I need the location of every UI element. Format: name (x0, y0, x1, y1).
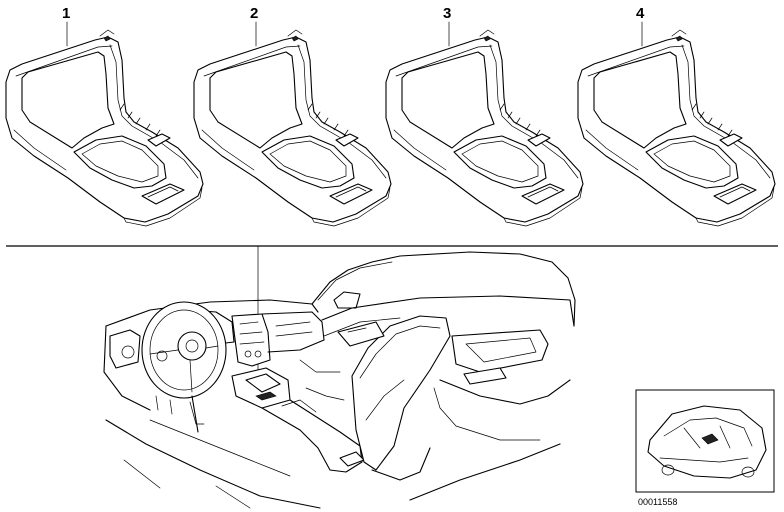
center-console-trim-icon (385, 29, 584, 227)
callout-label-3: 3 (443, 5, 451, 22)
center-console-trim-icon (193, 29, 392, 227)
car-interior-icon (103, 251, 576, 509)
callout-label-1: 1 (62, 5, 70, 22)
callout-label-2: 2 (250, 5, 258, 22)
callout-label-4: 4 (636, 5, 645, 22)
car-locator-icon (647, 405, 767, 479)
center-console-trim-icon (5, 29, 204, 227)
center-console-trim-icon (577, 29, 776, 227)
reference-number: 00011558 (638, 497, 677, 507)
